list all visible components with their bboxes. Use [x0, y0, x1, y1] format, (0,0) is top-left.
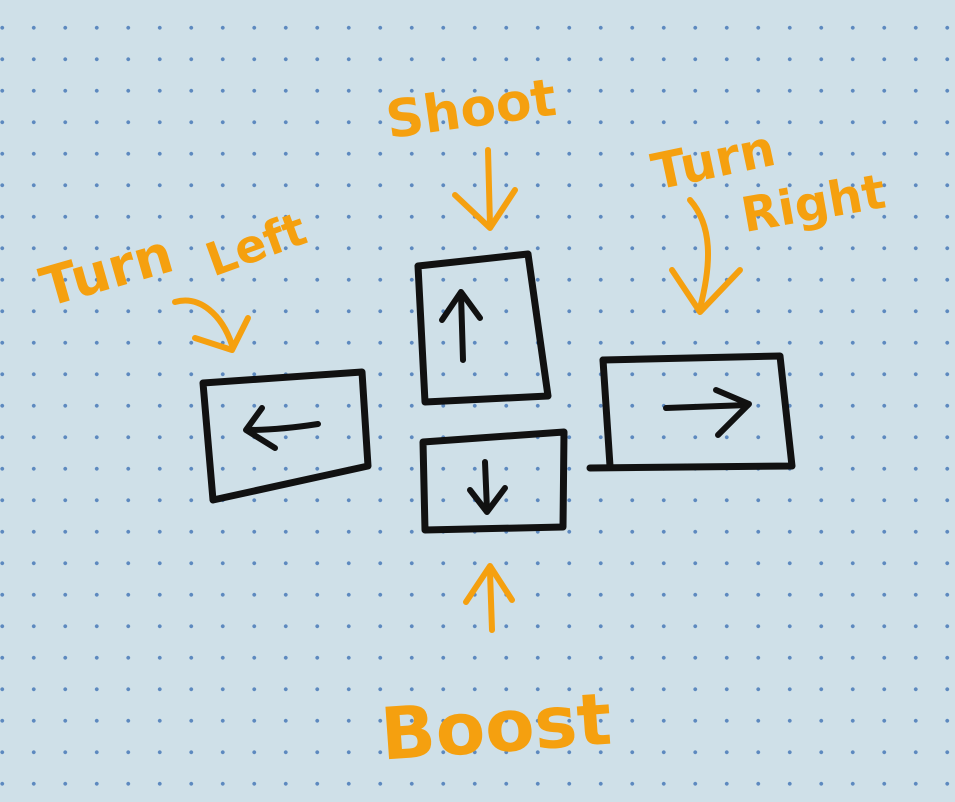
turn-left-label-turn: Turn	[33, 222, 180, 320]
boost-pointer-icon	[463, 563, 515, 633]
down-arrow-key	[419, 428, 568, 534]
right-arrow-key	[586, 352, 796, 472]
turn-left-pointer-icon	[172, 297, 251, 353]
down-arrow-icon	[467, 459, 508, 515]
left-arrow-icon	[243, 405, 321, 451]
shoot-label: Shoot	[382, 68, 559, 151]
up-arrow-icon	[439, 289, 483, 363]
boost-label: Boost	[378, 677, 614, 777]
shoot-pointer-icon	[452, 147, 518, 231]
up-arrow-key	[414, 250, 552, 406]
turn-right-pointer-icon	[669, 197, 743, 315]
left-arrow-key	[199, 368, 372, 504]
turn-left-label-left: Left	[198, 201, 313, 287]
right-arrow-icon	[663, 387, 752, 438]
